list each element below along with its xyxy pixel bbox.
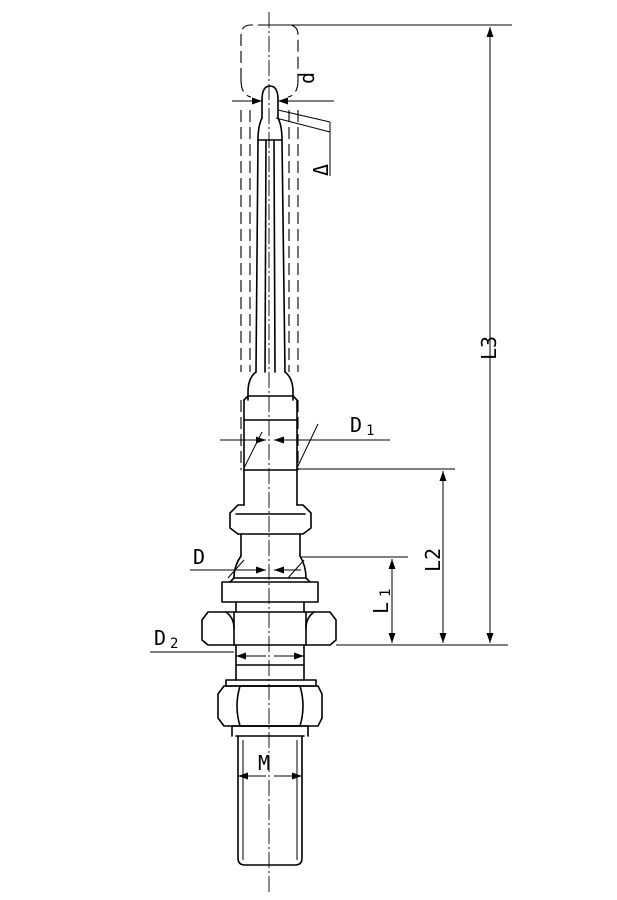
label-d: d — [295, 72, 319, 84]
dimension-D1: D 1 — [220, 413, 390, 469]
label-D1-subscript: 1 — [366, 423, 374, 439]
body-section — [221, 469, 319, 613]
label-L3: L3 — [477, 336, 501, 360]
threaded-stem — [231, 725, 309, 866]
dimension-D2: D 2 — [150, 626, 304, 660]
flange — [201, 611, 337, 646]
phantom-outline — [240, 24, 299, 470]
dimension-D: D — [190, 545, 305, 579]
label-D1: D — [350, 413, 362, 437]
needle-tip — [255, 85, 286, 373]
dimension-L1: L 1 — [300, 556, 408, 643]
label-M: M — [258, 751, 270, 775]
label-D: D — [193, 545, 205, 569]
label-L1: L — [369, 602, 393, 614]
label-delta: Δ — [309, 164, 333, 176]
dimension-M: M — [238, 751, 302, 780]
dimension-delta: Δ — [275, 109, 333, 176]
neck-section — [225, 644, 317, 687]
dimension-L2: L2 — [297, 468, 455, 643]
dimension-L3: L3 — [270, 24, 512, 643]
label-L2: L2 — [421, 548, 445, 572]
hex-nut — [217, 685, 323, 727]
label-L1-subscript: 1 — [378, 589, 394, 597]
label-D2: D — [154, 626, 166, 650]
dimension-d: d — [232, 72, 334, 105]
cone-section — [243, 371, 298, 471]
label-D2-subscript: 2 — [170, 636, 178, 652]
